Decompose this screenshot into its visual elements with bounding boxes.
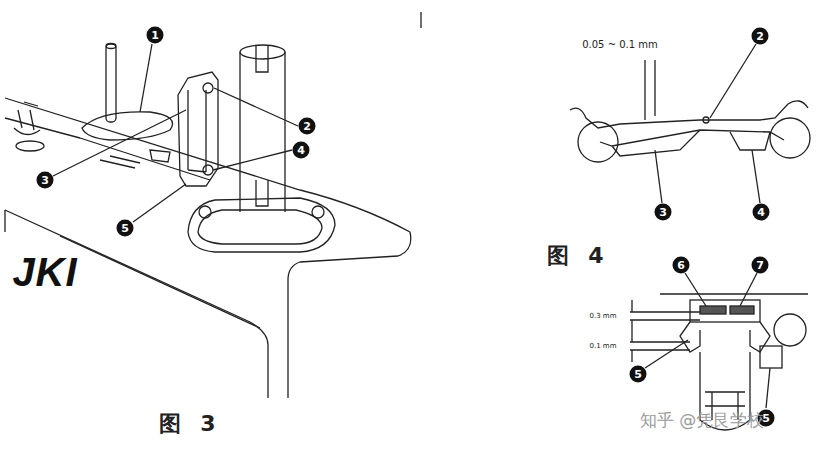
plate	[730, 306, 754, 314]
arm-top-edge	[5, 98, 410, 232]
figure-caption: 图 3	[159, 409, 222, 439]
callout-number: 5	[630, 366, 647, 383]
leader-line	[645, 340, 688, 368]
plate	[700, 306, 726, 314]
tube-slot	[256, 46, 268, 206]
hook-body	[680, 322, 770, 352]
leader-line	[752, 150, 760, 203]
leader-line	[214, 88, 298, 126]
callout-number: 3	[655, 204, 672, 221]
stand-pin	[106, 44, 116, 122]
callout-number: 2	[752, 28, 769, 45]
callout-number: 6	[673, 257, 690, 274]
plate-lower	[600, 130, 784, 156]
arm-side-edge	[288, 232, 411, 398]
tick-mark	[420, 12, 421, 28]
bracket-slot	[188, 90, 206, 172]
callout-number: 1	[147, 27, 164, 44]
bed-line	[660, 293, 808, 294]
screw	[312, 206, 324, 218]
screw	[203, 165, 213, 175]
dimension-line	[645, 60, 655, 120]
leader-line	[213, 150, 292, 170]
watermark: 知乎 @凭艮学校	[640, 409, 764, 432]
thread-point	[703, 117, 709, 123]
bracket	[178, 72, 218, 186]
block	[690, 300, 760, 322]
callout-number: 4	[753, 204, 770, 221]
tension-disc	[82, 112, 173, 140]
base-plate	[188, 198, 335, 252]
plate-top	[570, 101, 808, 128]
leader-line	[766, 368, 770, 408]
tube-top	[240, 45, 285, 59]
dimension: 0.1 mm	[589, 342, 618, 350]
bracket	[760, 346, 782, 368]
dimension: 0.3 mm	[589, 312, 618, 320]
guide-slot	[16, 141, 44, 151]
leader-line	[655, 150, 662, 203]
roller	[770, 118, 810, 158]
leader-line	[740, 273, 757, 306]
screw	[199, 206, 211, 218]
brand-name: JKI	[12, 250, 77, 295]
callout-number: 5	[117, 220, 134, 237]
arm-lower-edge	[5, 210, 260, 328]
slot	[100, 156, 140, 168]
callout-number: 4	[293, 142, 310, 159]
roller	[774, 314, 806, 346]
leader-line	[710, 44, 756, 118]
stand-pin-top	[106, 44, 116, 49]
leader-line	[133, 184, 186, 222]
guide	[14, 102, 40, 135]
dimension: 0.05 ~ 0.1 mm	[581, 39, 659, 50]
figure-caption: 图 4	[547, 241, 610, 271]
leader-line	[685, 273, 706, 306]
leader-line	[140, 44, 152, 112]
small-block	[150, 150, 170, 162]
callout-number: 2	[299, 118, 316, 135]
base-plate-inner	[198, 210, 322, 244]
dimension-line	[630, 300, 700, 362]
callout-number: 7	[752, 257, 769, 274]
tube	[240, 52, 285, 212]
leader-line	[53, 110, 186, 176]
arm-front-edge	[5, 210, 268, 398]
callout-number: 3	[37, 172, 54, 189]
screw	[203, 83, 213, 93]
